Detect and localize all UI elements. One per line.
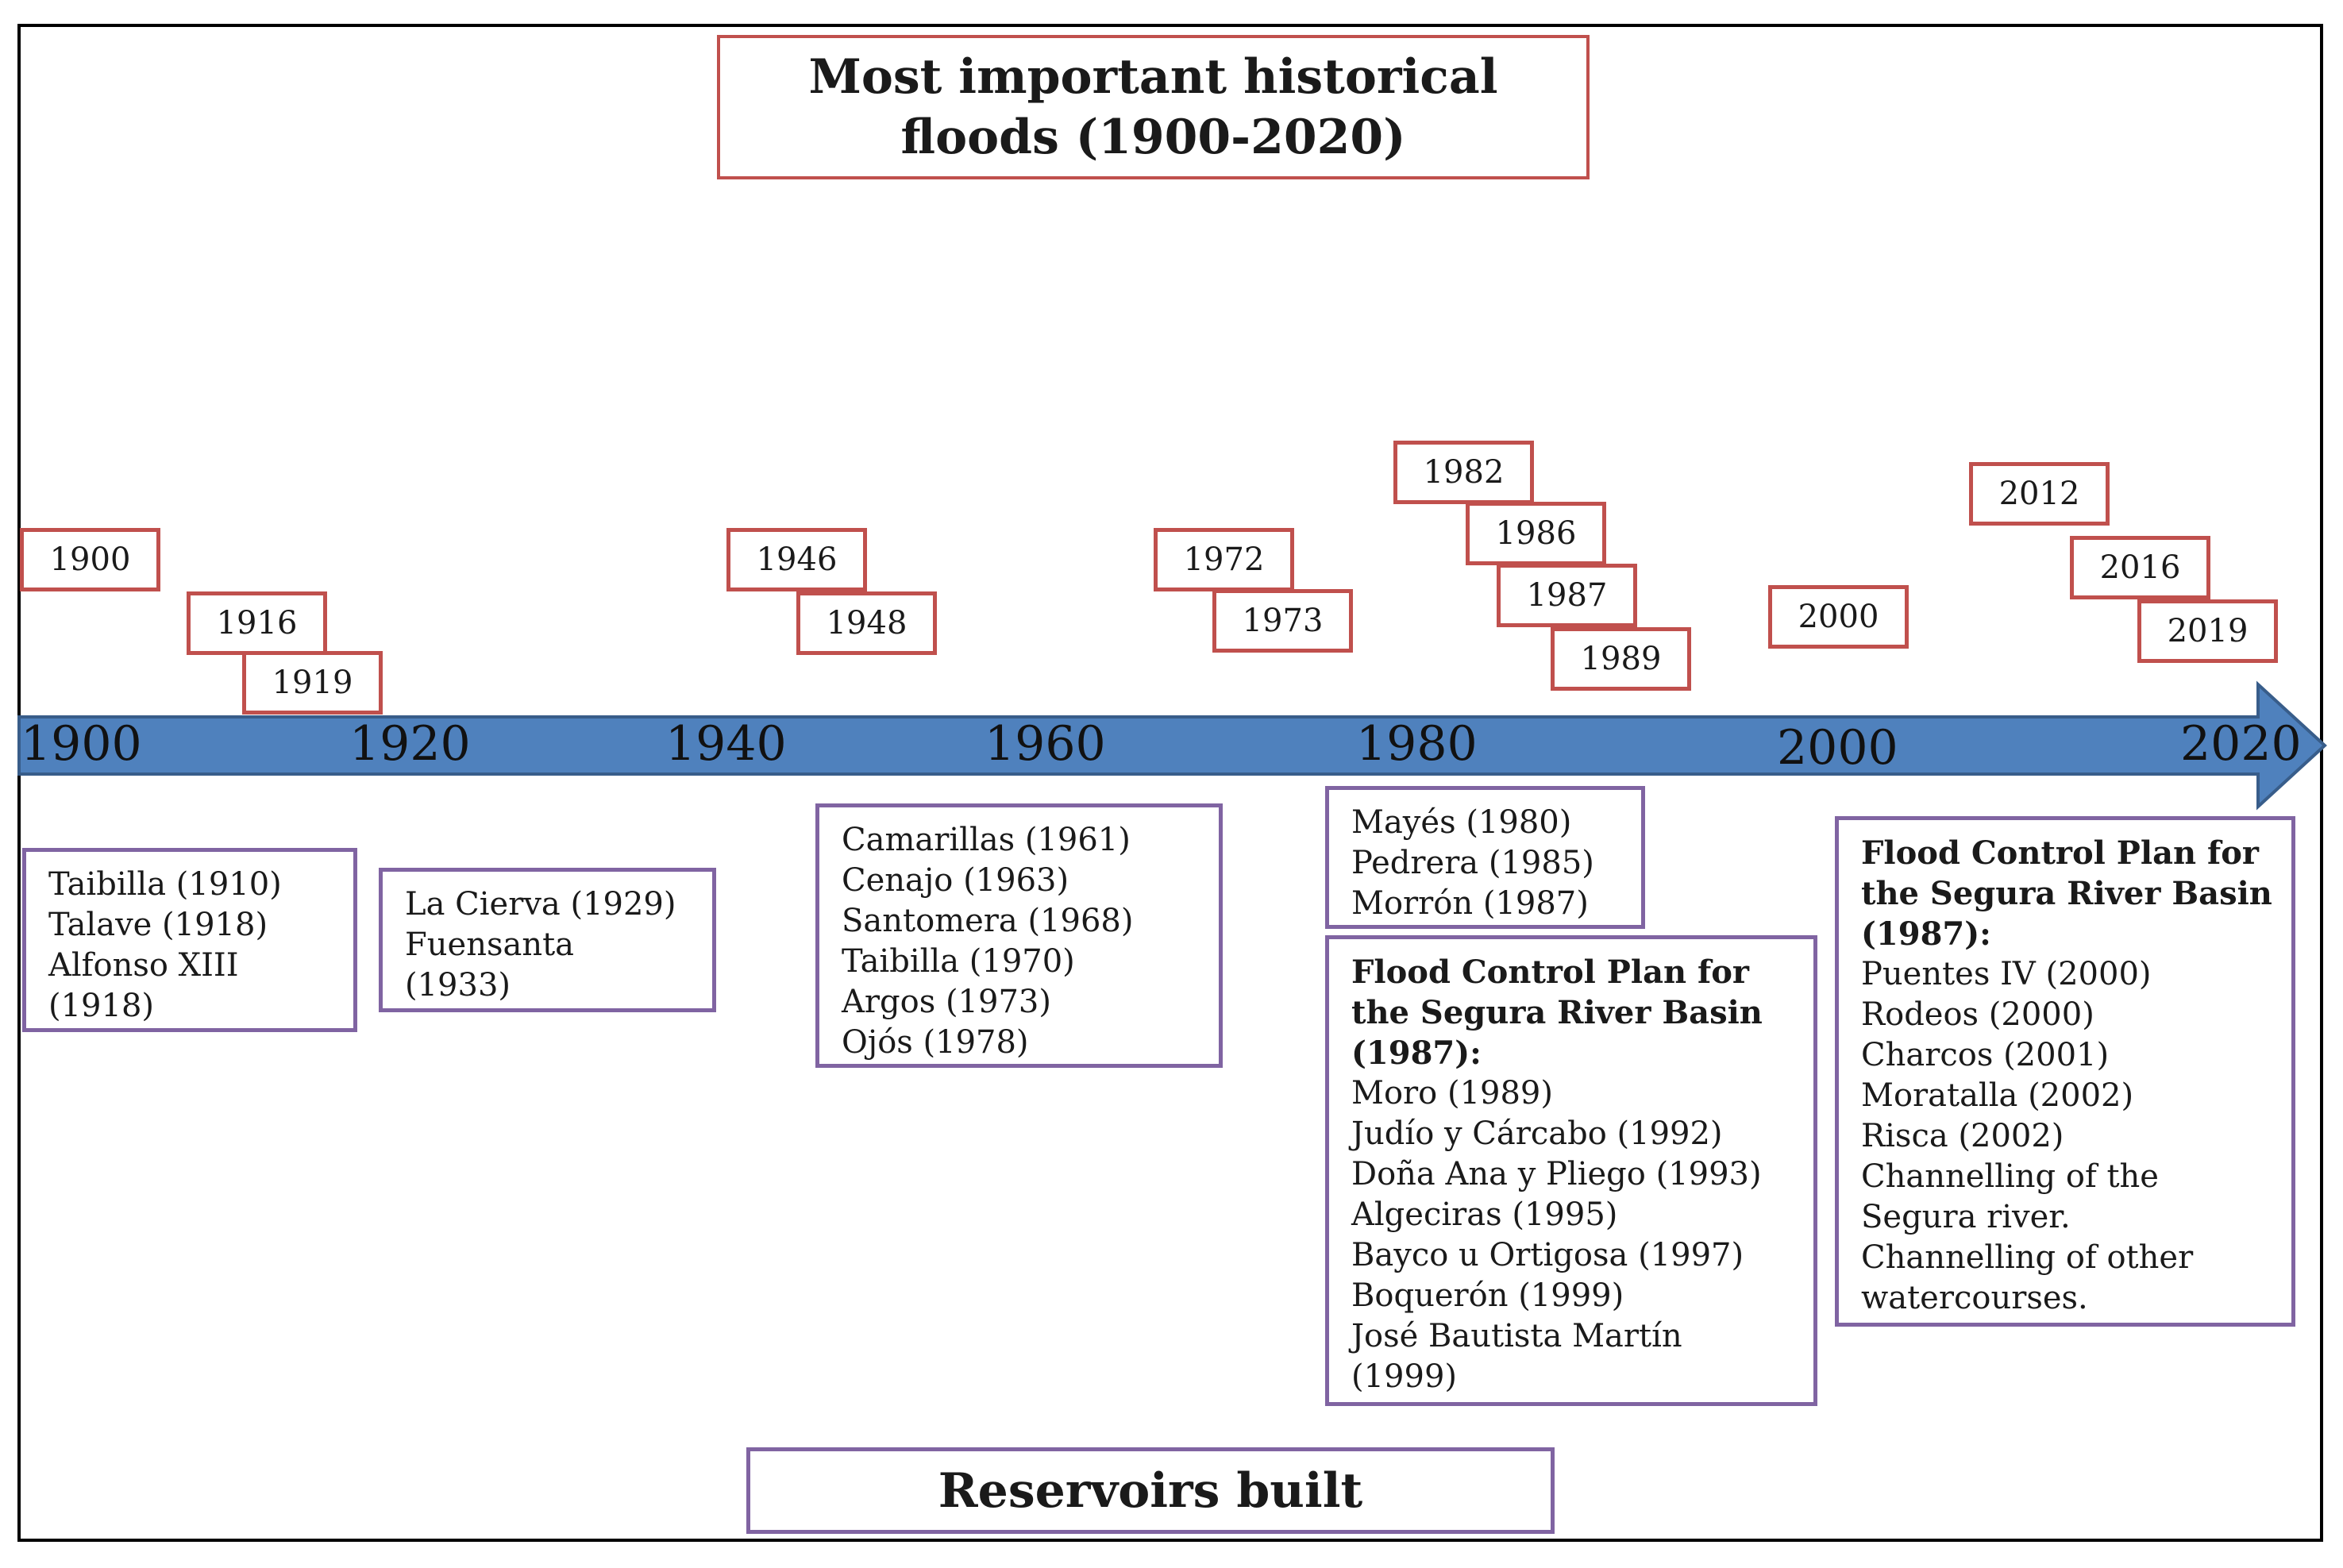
plan-header-line: the Segura River Basin (1351, 994, 1763, 1031)
flood-control-plan-box-2: Flood Control Plan for the Segura River … (1835, 816, 2295, 1327)
reservoirs-box-1960s: Camarillas (1961) Cenajo (1963) Santomer… (815, 803, 1223, 1068)
flood-control-plan-box-1: Flood Control Plan for the Segura River … (1325, 935, 1817, 1406)
reservoir-item: (1933) (405, 967, 511, 1004)
title-line-2: floods (1900-2020) (900, 110, 1406, 165)
reservoirs-box-1980s: Mayés (1980) Pedrera (1985) Morrón (1987… (1325, 786, 1645, 929)
plan-header-line: Flood Control Plan for (1351, 954, 1749, 991)
axis-label-1940: 1940 (665, 716, 787, 772)
reservoir-item: (1999) (1351, 1358, 1458, 1395)
title-line-1: Most important historical (808, 49, 1498, 105)
axis-label-2000: 2000 (1777, 720, 1898, 776)
reservoir-item: Bayco u Ortigosa (1997) (1351, 1237, 1744, 1273)
reservoir-item: watercourses. (1861, 1280, 2088, 1316)
flood-year-box: 2016 (2070, 536, 2210, 599)
reservoir-item: José Bautista Martín (1351, 1318, 1682, 1354)
reservoir-item: Santomera (1968) (842, 903, 1134, 939)
reservoir-item: Argos (1973) (842, 984, 1051, 1020)
flood-year-box: 1989 (1551, 627, 1691, 691)
flood-year-box: 1987 (1497, 564, 1637, 627)
reservoir-item: Channelling of the (1861, 1158, 2159, 1195)
timeline-arrow-shape (17, 680, 2327, 811)
flood-year-box: 2000 (1768, 585, 1909, 649)
diagram-frame (17, 24, 2323, 1542)
reservoir-item: Boquerón (1999) (1351, 1277, 1624, 1314)
reservoir-item: Mayés (1980) (1351, 804, 1572, 841)
reservoir-item: Alfonso XIII (48, 947, 239, 984)
axis-label-1960: 1960 (985, 716, 1106, 772)
plan-header-line: Flood Control Plan for (1861, 834, 2259, 872)
reservoir-item: Puentes IV (2000) (1861, 956, 2152, 992)
reservoir-item: Doña Ana y Pliego (1993) (1351, 1156, 1762, 1192)
flood-year-box: 1948 (796, 591, 937, 655)
flood-year-box: 1982 (1393, 441, 1534, 504)
reservoir-item: Morrón (1987) (1351, 885, 1589, 922)
reservoir-item: Fuensanta (405, 927, 575, 963)
reservoir-item: Cenajo (1963) (842, 862, 1069, 899)
flood-year-box: 1946 (726, 528, 867, 591)
flood-year-box: 1972 (1154, 528, 1294, 591)
reservoir-item: Rodeos (2000) (1861, 996, 2094, 1033)
reservoir-item: Taibilla (1910) (48, 866, 282, 903)
reservoirs-box-1900s: Taibilla (1910) Talave (1918) Alfonso XI… (22, 848, 357, 1032)
reservoir-item: La Cierva (1929) (405, 886, 676, 923)
reservoir-item: Taibilla (1970) (842, 943, 1075, 980)
flood-year-box: 1986 (1466, 502, 1606, 565)
reservoir-item: Moratalla (2002) (1861, 1077, 2134, 1114)
reservoir-item: Segura river. (1861, 1199, 2071, 1235)
flood-year-box: 1973 (1212, 589, 1353, 653)
axis-label-1920: 1920 (349, 716, 471, 772)
reservoirs-built-legend: Reservoirs built (746, 1447, 1555, 1534)
reservoir-item: Moro (1989) (1351, 1075, 1553, 1111)
plan-header-line: the Segura River Basin (1861, 875, 2272, 912)
axis-label-1900: 1900 (21, 716, 142, 772)
plan-header-line: (1987): (1861, 915, 1991, 953)
plan-header-line: (1987): (1351, 1034, 1482, 1072)
reservoir-item: Risca (2002) (1861, 1118, 2064, 1154)
reservoir-item: Talave (1918) (48, 907, 268, 943)
flood-year-box: 1919 (242, 651, 383, 715)
reservoir-item: Charcos (2001) (1861, 1037, 2110, 1073)
reservoirs-box-1920s: La Cierva (1929) Fuensanta (1933) (379, 868, 716, 1012)
axis-label-2020: 2020 (2180, 716, 2302, 772)
reservoir-item: Judío y Cárcabo (1992) (1351, 1115, 1723, 1152)
flood-year-box: 2012 (1969, 462, 2110, 526)
axis-label-1980: 1980 (1356, 716, 1478, 772)
flood-year-box: 1900 (20, 528, 160, 591)
reservoir-item: Pedrera (1985) (1351, 845, 1594, 881)
flood-year-box: 2019 (2137, 599, 2278, 663)
reservoir-item: (1918) (48, 988, 155, 1024)
title-box: Most important historical floods (1900-2… (717, 35, 1590, 179)
reservoir-item: Camarillas (1961) (842, 822, 1131, 858)
reservoir-item: Ojós (1978) (842, 1024, 1029, 1061)
reservoir-item: Channelling of other (1861, 1239, 2194, 1276)
reservoir-item: Algeciras (1995) (1351, 1196, 1618, 1233)
flood-year-box: 1916 (187, 591, 327, 655)
